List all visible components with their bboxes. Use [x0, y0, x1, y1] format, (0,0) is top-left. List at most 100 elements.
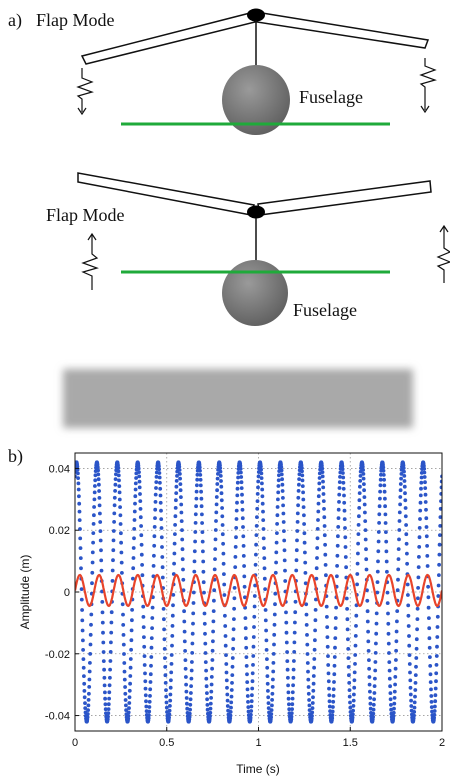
scatter-point	[184, 675, 188, 679]
scatter-point	[371, 711, 376, 716]
scatter-point	[376, 559, 380, 564]
scatter-point	[103, 702, 108, 707]
scatter-point	[406, 593, 410, 597]
scatter-point	[211, 639, 215, 644]
scatter-point	[398, 495, 403, 499]
scatter-point	[363, 537, 368, 542]
scatter-point	[149, 663, 153, 668]
scatter-point	[371, 715, 375, 719]
scatter-point	[250, 693, 254, 698]
scatter-point	[432, 712, 437, 717]
scatter-point	[108, 667, 112, 672]
scatter-point	[160, 555, 165, 559]
scatter-point	[264, 648, 269, 652]
scatter-point	[129, 647, 134, 652]
scatter-point	[265, 681, 270, 686]
scatter-point	[167, 712, 172, 717]
scatter-point	[434, 663, 439, 667]
scatter-point	[340, 467, 345, 472]
scatter-point	[158, 486, 163, 491]
scatter-point	[77, 501, 82, 506]
scatter-point	[251, 654, 256, 658]
scatter-point	[399, 472, 404, 476]
scatter-point	[221, 551, 226, 556]
scatter-point	[296, 495, 301, 500]
scatter-point	[326, 679, 331, 684]
scatter-point	[356, 532, 361, 536]
scatter-point	[164, 694, 169, 699]
scatter-point	[364, 547, 368, 552]
scatter-point	[282, 529, 286, 533]
scatter-point	[205, 691, 209, 695]
scatter-point	[194, 496, 199, 501]
scatter-point	[297, 477, 301, 481]
scatter-point	[249, 709, 254, 713]
scatter-point	[331, 687, 336, 692]
scatter-point	[282, 538, 287, 543]
scatter-point	[249, 712, 253, 717]
scatter-point	[397, 510, 402, 515]
scatter-point	[86, 698, 91, 702]
scatter-point	[102, 675, 107, 680]
scatter-point	[241, 554, 246, 558]
scatter-point	[378, 477, 383, 482]
top-flap-mode-label: Flap Mode	[36, 10, 115, 30]
scatter-point	[121, 612, 125, 617]
scatter-point	[150, 626, 155, 630]
scatter-point	[179, 510, 184, 515]
scatter-point	[382, 489, 387, 494]
scatter-point	[362, 495, 367, 499]
scatter-point	[426, 595, 431, 600]
scatter-point	[90, 550, 95, 555]
scatter-point	[355, 572, 360, 576]
scatter-point	[189, 691, 193, 695]
scatter-point	[273, 602, 277, 607]
scatter-point	[403, 498, 408, 503]
scatter-point	[220, 523, 225, 527]
scatter-point	[118, 513, 123, 518]
scatter-point	[152, 534, 157, 539]
scatter-point	[292, 630, 297, 635]
scatter-point	[232, 606, 237, 611]
scatter-point	[363, 510, 367, 515]
scatter-point	[252, 614, 257, 619]
scatter-point	[162, 637, 167, 642]
scatter-point	[303, 550, 307, 555]
scatter-point	[160, 575, 165, 580]
scatter-point	[304, 612, 309, 617]
scatter-point	[88, 661, 92, 665]
scatter-point	[174, 484, 179, 489]
scatter-point	[274, 550, 279, 555]
scatter-point	[352, 670, 357, 675]
scatter-point	[131, 576, 135, 581]
scatter-point	[179, 495, 183, 499]
scatter-point	[184, 696, 189, 700]
scatter-point	[433, 686, 438, 691]
scatter-point	[435, 625, 440, 629]
scatter-point	[254, 524, 259, 528]
scatter-point	[313, 608, 318, 612]
scatter-point	[320, 466, 325, 471]
scatter-point	[181, 588, 186, 593]
scatter-point	[77, 494, 81, 499]
scatter-point	[389, 703, 393, 707]
scatter-point	[323, 542, 327, 547]
scatter-point	[306, 677, 311, 682]
scatter-point	[261, 509, 265, 514]
scatter-point	[259, 471, 264, 476]
scatter-point	[280, 482, 285, 487]
scatter-point	[269, 715, 273, 720]
scatter-point	[183, 649, 188, 653]
scatter-point	[117, 497, 122, 502]
scatter-point	[282, 548, 287, 553]
scatter-point	[324, 604, 329, 609]
scatter-point	[194, 489, 199, 494]
scatter-point	[118, 522, 123, 526]
scatter-point	[322, 524, 327, 528]
scatter-point	[290, 690, 295, 695]
scatter-point	[80, 628, 85, 633]
scatter-point	[409, 698, 413, 703]
scatter-point	[381, 473, 386, 477]
scatter-point	[316, 518, 320, 522]
scatter-point	[376, 530, 381, 534]
